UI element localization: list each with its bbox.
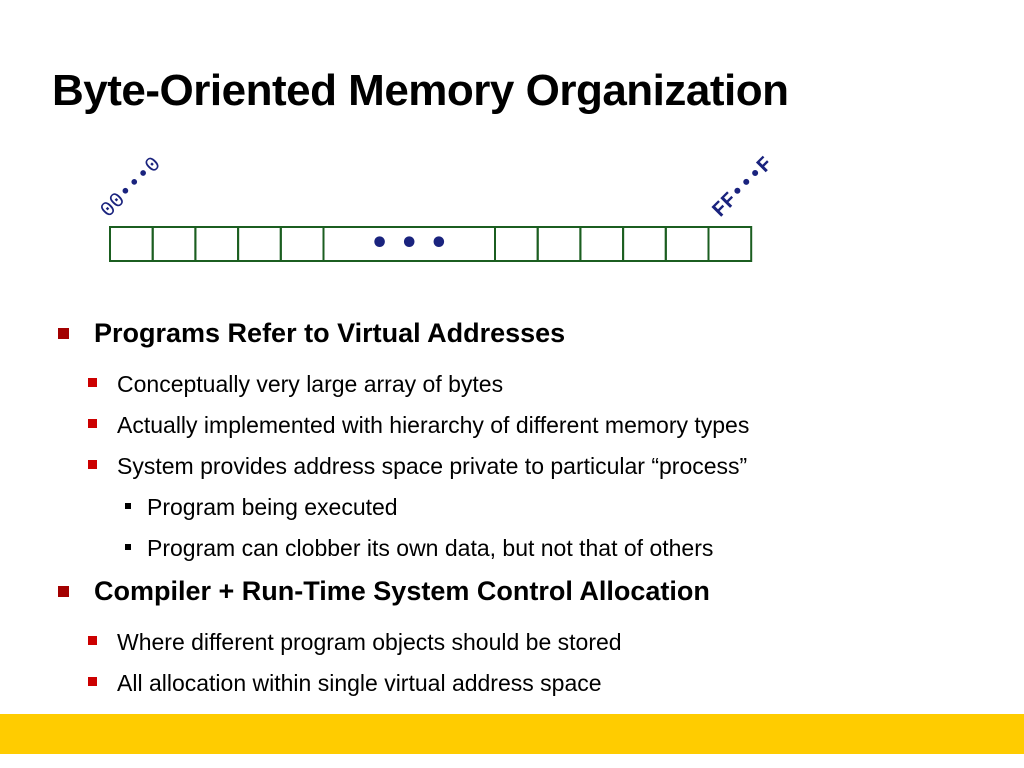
memory-cell	[237, 226, 282, 262]
memory-cell	[194, 226, 240, 262]
bullet-marker-icon	[125, 503, 131, 509]
bullet-level-2: All allocation within single virtual add…	[88, 670, 602, 697]
memory-array-diagram: • • • 00•••0 FF•••F	[97, 153, 779, 262]
bullet-text: Program being executed	[147, 494, 398, 520]
bullet-marker-icon	[58, 328, 69, 339]
bullet-text: Conceptually very large array of bytes	[117, 371, 504, 397]
footer-bar	[0, 714, 1024, 754]
memory-cell	[151, 226, 197, 262]
bullet-marker-icon	[58, 586, 69, 597]
memory-cell	[664, 226, 710, 262]
memory-cells: • • •	[109, 226, 753, 262]
memory-cell	[536, 226, 582, 262]
bullet-level-2: Actually implemented with hierarchy of d…	[88, 412, 749, 439]
bullet-text: Programs Refer to Virtual Addresses	[94, 318, 566, 348]
bullet-level-2: Conceptually very large array of bytes	[88, 371, 503, 398]
bullet-marker-icon	[88, 636, 97, 645]
bullet-level-1: Programs Refer to Virtual Addresses	[58, 318, 565, 349]
start-address-label: 00•••0	[97, 153, 167, 223]
memory-cell	[109, 226, 154, 262]
bullet-text: System provides address space private to…	[117, 453, 748, 479]
bullet-text: Compiler + Run-Time System Control Alloc…	[94, 576, 710, 606]
bullet-level-3: Program being executed	[125, 494, 398, 521]
memory-cell	[622, 226, 667, 262]
ellipsis-label: • • •	[370, 226, 448, 261]
bullet-text: All allocation within single virtual add…	[117, 670, 602, 696]
memory-cell	[494, 226, 539, 262]
bullet-marker-icon	[88, 460, 97, 469]
bullet-text: Actually implemented with hierarchy of d…	[117, 412, 750, 438]
bullet-text: Where different program objects should b…	[117, 629, 622, 655]
memory-cell	[707, 226, 753, 262]
slide-title: Byte-Oriented Memory Organization	[52, 66, 789, 115]
bullet-level-1: Compiler + Run-Time System Control Alloc…	[58, 576, 710, 607]
memory-cell	[579, 226, 625, 262]
bullet-marker-icon	[88, 677, 97, 686]
end-address-label: FF•••F	[709, 153, 779, 223]
memory-cell	[279, 226, 325, 262]
bullet-marker-icon	[88, 378, 97, 387]
bullet-text: Program can clobber its own data, but no…	[147, 535, 714, 561]
bullet-marker-icon	[88, 419, 97, 428]
bullet-level-3: Program can clobber its own data, but no…	[125, 535, 713, 562]
bullet-level-2: Where different program objects should b…	[88, 629, 622, 656]
bullet-marker-icon	[125, 544, 131, 550]
bullet-level-2: System provides address space private to…	[88, 453, 747, 480]
